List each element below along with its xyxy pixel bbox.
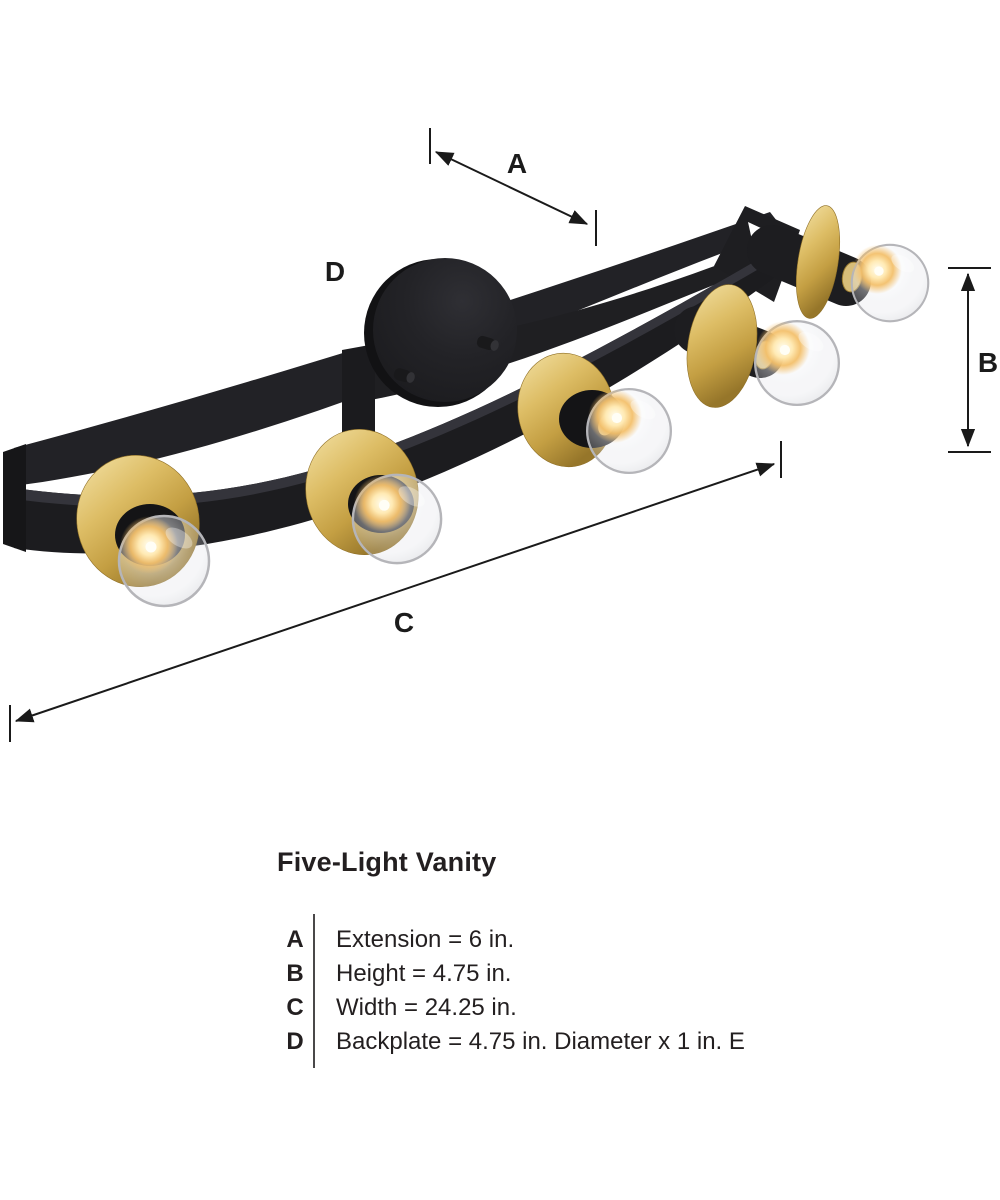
backplate-peg xyxy=(393,368,415,383)
dimension-label-c: C xyxy=(394,607,414,638)
spec-panel: Five-Light Vanity A Extension = 6 in. B … xyxy=(277,847,897,1068)
lamp-bulb xyxy=(582,383,673,475)
spec-key: C xyxy=(286,994,304,1021)
dimension-label-b: B xyxy=(978,347,998,378)
backplate-face xyxy=(373,258,517,402)
backplate xyxy=(364,258,517,407)
spec-value: Height = 4.75 in. xyxy=(336,960,512,987)
dimension-arrow-b xyxy=(948,267,991,453)
spec-value: Backplate = 4.75 in. Diameter x 1 in. E xyxy=(336,1028,745,1055)
lamp xyxy=(517,352,673,475)
lamp xyxy=(747,205,930,323)
dimension-arrow-c xyxy=(9,441,782,742)
fixture-diagram: A B C D xyxy=(3,128,998,742)
spec-divider xyxy=(313,914,315,1068)
product-title: Five-Light Vanity xyxy=(277,847,497,877)
spec-row: C Width = 24.25 in. xyxy=(277,991,897,1025)
fixture-arm-bracket xyxy=(342,344,375,442)
spec-key: A xyxy=(286,926,304,953)
lamp xyxy=(674,284,841,408)
spec-row: B Height = 4.75 in. xyxy=(277,957,897,991)
dimension-label-a: A xyxy=(507,148,527,179)
dimension-arrow-a xyxy=(429,128,597,246)
fixture-left-endcap xyxy=(3,444,26,552)
lamp-bulb xyxy=(750,315,841,407)
fixture-illustration xyxy=(3,205,930,608)
spec-value: Width = 24.25 in. xyxy=(336,994,517,1021)
spec-key: D xyxy=(286,1028,304,1055)
spec-row: D Backplate = 4.75 in. Diameter x 1 in. … xyxy=(277,1025,897,1059)
dimension-label-d: D xyxy=(325,256,345,287)
backplate-peg xyxy=(476,335,499,351)
spec-row: A Extension = 6 in. xyxy=(277,923,897,957)
lamp-brass-disc xyxy=(796,205,840,319)
spec-table: A Extension = 6 in. B Height = 4.75 in. … xyxy=(277,914,897,1068)
lamp-bulb xyxy=(847,239,930,323)
spec-key: B xyxy=(286,960,304,987)
spec-value: Extension = 6 in. xyxy=(336,926,515,953)
